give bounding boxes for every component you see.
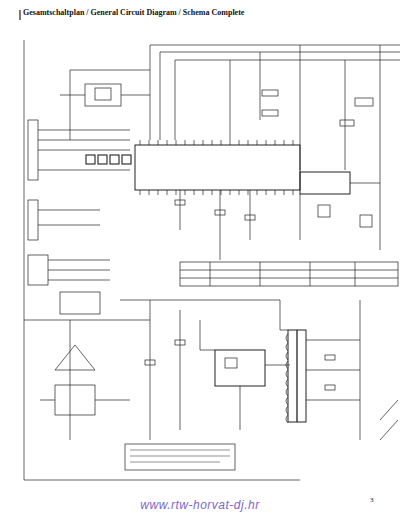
ic-pin [275, 190, 276, 195]
ic-pin [230, 190, 231, 195]
ic-pin [176, 190, 177, 195]
watermark: www.rtw-horvat-dj.hr [140, 498, 259, 512]
ic-pin [221, 140, 222, 145]
coil-winding [286, 397, 288, 405]
ic-pin [284, 140, 285, 145]
coil-winding [286, 343, 288, 351]
ic-pin [293, 190, 294, 195]
ic-pin [257, 140, 258, 145]
ic-pin [167, 140, 168, 145]
ic-pin [266, 140, 267, 145]
ic-pin [185, 190, 186, 195]
ic-pin [203, 190, 204, 195]
ic-pin [293, 140, 294, 145]
coil-winding [286, 361, 288, 369]
ic-pin [266, 190, 267, 195]
coil-winding [286, 379, 288, 387]
ic-pin [194, 190, 195, 195]
ic-pin [239, 140, 240, 145]
page-title: Gesamtschaltplan / General Circuit Diagr… [23, 8, 244, 17]
ic-pin [248, 140, 249, 145]
ic-pin [185, 140, 186, 145]
ic-pin [248, 190, 249, 195]
ic-pin [149, 190, 150, 195]
ic-pin [230, 140, 231, 145]
coil-winding [286, 352, 288, 360]
ic-pin [140, 140, 141, 145]
page-number: 3 [370, 496, 374, 504]
coil-winding [286, 415, 288, 423]
ic-pin [212, 190, 213, 195]
coil-winding [286, 406, 288, 414]
coil-winding [286, 370, 288, 378]
ic-pin [158, 190, 159, 195]
ic-pin [212, 140, 213, 145]
ic-pin [203, 140, 204, 145]
ic-pin [158, 140, 159, 145]
coil-winding [286, 388, 288, 396]
ic-pin [140, 190, 141, 195]
ic-pin [275, 140, 276, 145]
ic-pin [221, 190, 222, 195]
ic-pin [284, 190, 285, 195]
ic-pin [176, 140, 177, 145]
ic-pin [149, 140, 150, 145]
ic-pin [167, 190, 168, 195]
coil-winding [286, 334, 288, 342]
ic-pin [239, 190, 240, 195]
ic-pin [257, 190, 258, 195]
ic-pin [194, 140, 195, 145]
